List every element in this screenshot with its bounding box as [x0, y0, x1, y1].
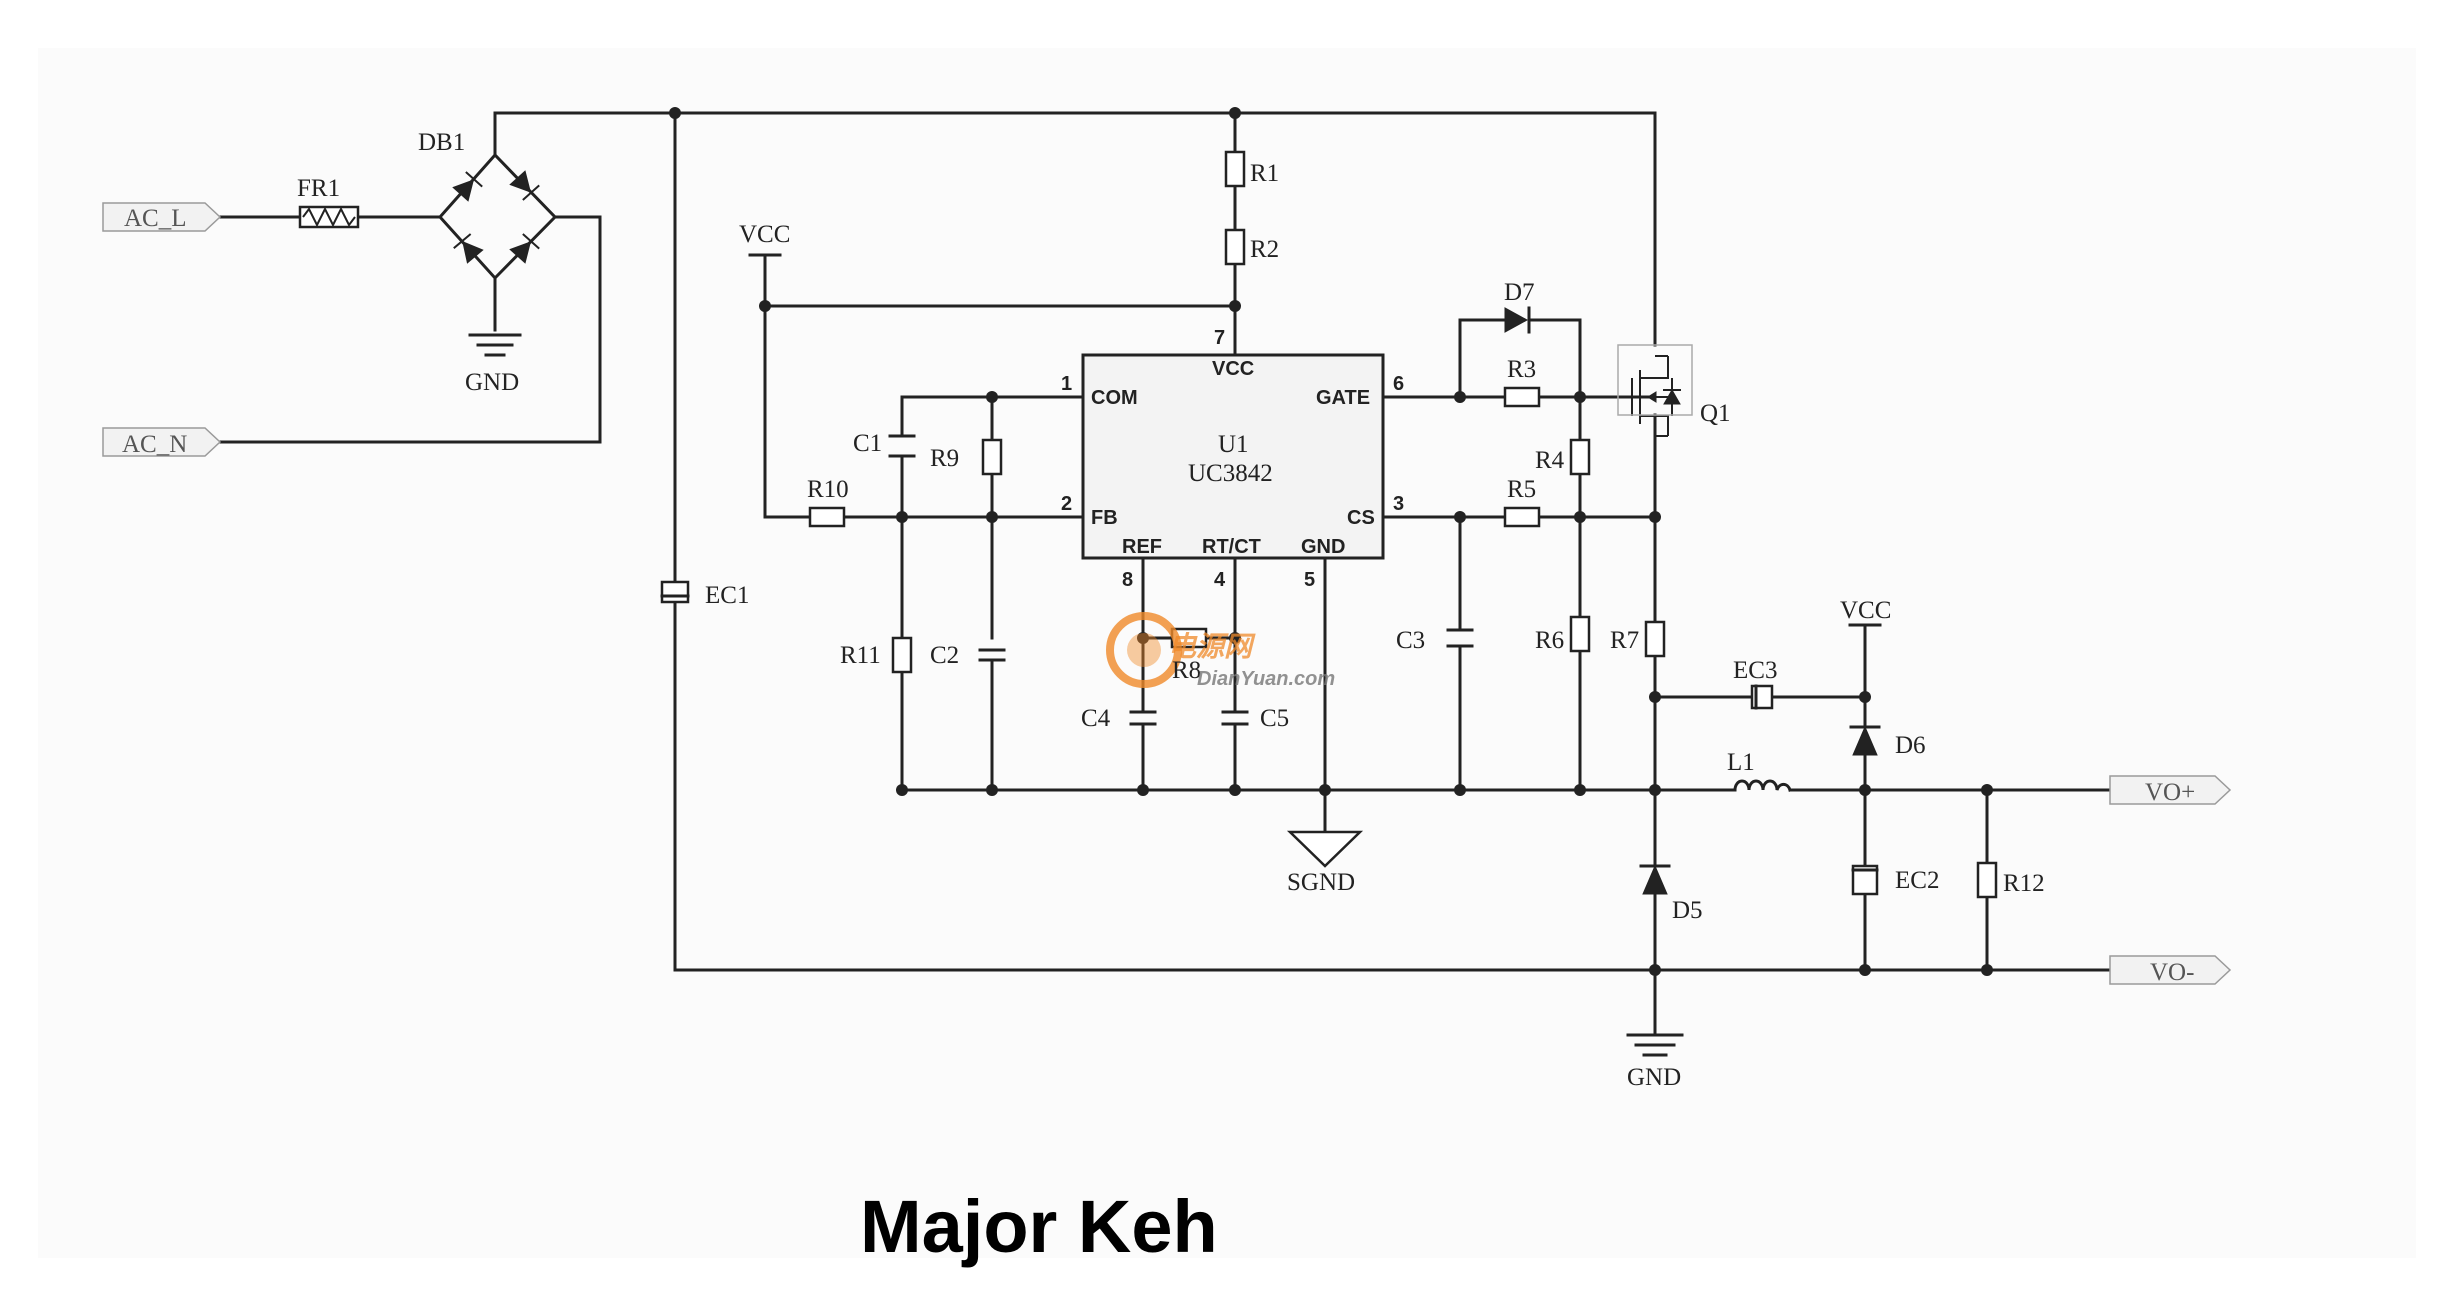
d6-label: D6 [1895, 732, 1926, 759]
gnd-label-main: GND [1627, 1064, 1681, 1091]
r1-label: R1 [1250, 160, 1279, 187]
r5-label: R5 [1507, 476, 1536, 503]
c4-label: C4 [1081, 705, 1111, 732]
port-vo-plus-label: VO+ [2145, 779, 2195, 806]
d5-diode [1639, 864, 1671, 895]
pin-ref-label: REF [1122, 536, 1162, 558]
r9-resistor [981, 438, 1003, 476]
port-vo-minus [2109, 955, 2232, 985]
port-ac-l-label: AC_L [124, 205, 187, 232]
port-vo-minus-label: VO- [2150, 959, 2194, 986]
pin-gate-number: 6 [1393, 373, 1404, 395]
sgnd-label: SGND [1287, 869, 1355, 896]
ec3-label: EC3 [1733, 657, 1777, 684]
ec1-capacitor [660, 580, 690, 604]
l1-label: L1 [1727, 749, 1755, 776]
u1-ic-body [1081, 353, 1385, 560]
db1-bridge-rectifier [437, 152, 558, 281]
vcc-label-right: VCC [1840, 597, 1891, 624]
watermark-cn: 电源网 [1168, 631, 1256, 662]
q1-label: Q1 [1700, 400, 1731, 427]
c1-label: C1 [853, 430, 882, 457]
watermark-en: DianYuan.com [1197, 668, 1335, 690]
pin-fb-number: 2 [1061, 493, 1072, 515]
pin-gate-label: GATE [1316, 387, 1370, 409]
ground-symbol-bridge [468, 333, 522, 357]
pin-ref-number: 8 [1122, 569, 1133, 591]
pin-cs-number: 3 [1393, 493, 1404, 515]
r2-resistor [1224, 228, 1246, 266]
d6-diode [1849, 725, 1881, 756]
junction-dots [669, 107, 1993, 976]
pin-cs-label: CS [1347, 507, 1375, 529]
gnd-label-bridge: GND [465, 369, 519, 396]
ec2-capacitor [1851, 864, 1879, 896]
pin-gnd-label: GND [1301, 536, 1345, 558]
r11-label: R11 [840, 642, 881, 669]
ec1-label: EC1 [705, 582, 749, 609]
r4-label: R4 [1535, 447, 1565, 474]
d7-diode [1504, 306, 1531, 334]
fr1-fuse-resistor [298, 205, 360, 229]
sgnd-symbol [1286, 830, 1364, 868]
r3-label: R3 [1507, 356, 1536, 383]
r9-label: R9 [930, 445, 959, 472]
vcc-label-left: VCC [739, 221, 790, 248]
pin-vcc-number: 7 [1214, 327, 1225, 349]
r4-resistor [1569, 438, 1591, 476]
pin-fb-label: FB [1091, 507, 1118, 529]
r7-label: R7 [1610, 627, 1639, 654]
pin-com-number: 1 [1061, 373, 1072, 395]
pin-vcc-label: VCC [1212, 358, 1254, 380]
pin-rtct-number: 4 [1214, 569, 1226, 591]
r2-label: R2 [1250, 236, 1279, 263]
ground-symbol-main [1626, 1033, 1684, 1057]
u1-ref-label: U1 [1218, 431, 1249, 458]
r3-resistor [1503, 386, 1541, 408]
c5-capacitor [1221, 710, 1249, 726]
r12-resistor [1976, 861, 1998, 899]
wires [218, 111, 2112, 1034]
c2-label: C2 [930, 642, 959, 669]
r7-resistor [1644, 620, 1666, 658]
port-ac-l [102, 202, 222, 232]
pin-gnd-number: 5 [1304, 569, 1315, 591]
c4-capacitor [1129, 710, 1157, 726]
port-ac-n [102, 427, 222, 457]
pin-com-label: COM [1091, 387, 1138, 409]
watermark-logo [1106, 612, 1182, 688]
d5-label: D5 [1672, 897, 1703, 924]
port-ac-n-label: AC_N [122, 431, 187, 458]
r10-label: R10 [807, 476, 849, 503]
c3-capacitor [1446, 628, 1474, 648]
d7-label: D7 [1504, 279, 1535, 306]
r1-resistor [1224, 150, 1246, 188]
r10-resistor [808, 506, 846, 528]
q1-mosfet [1617, 344, 1693, 416]
c1-capacitor [888, 434, 916, 458]
r12-label: R12 [2003, 870, 2045, 897]
ec3-capacitor [1750, 684, 1774, 710]
r6-resistor [1569, 615, 1591, 653]
u1-part-label: UC3842 [1188, 460, 1273, 487]
ec2-label: EC2 [1895, 867, 1939, 894]
port-vo-plus [2109, 775, 2232, 805]
fr1-label: FR1 [297, 175, 340, 202]
r11-resistor [891, 636, 913, 674]
r5-resistor [1503, 506, 1541, 528]
l1-inductor [1733, 779, 1792, 792]
r6-label: R6 [1535, 627, 1564, 654]
r8-label: R8 [1172, 657, 1201, 684]
pin-rtct-label: RT/CT [1202, 536, 1261, 558]
c2-capacitor [978, 648, 1006, 662]
diagram-title: Major Keh [860, 1185, 1218, 1268]
c5-label: C5 [1260, 705, 1289, 732]
db1-label: DB1 [418, 129, 465, 156]
c3-label: C3 [1396, 627, 1425, 654]
